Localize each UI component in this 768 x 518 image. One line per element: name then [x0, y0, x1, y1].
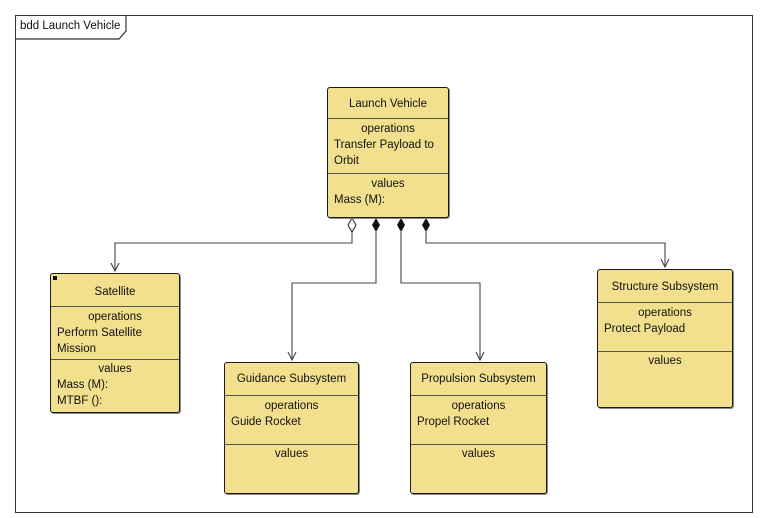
values-header: values	[98, 363, 132, 375]
link-guidance	[292, 232, 377, 360]
operation-item: Guide Rocket	[231, 416, 301, 428]
diagram-frame	[15, 15, 753, 513]
composition-diamond-structure	[422, 218, 430, 232]
link-structure	[425, 232, 665, 267]
block-launch-vehicle[interactable]: Launch Vehicle operations Transfer Paylo…	[327, 87, 449, 218]
block-title: Structure Subsystem	[611, 281, 719, 293]
operations-header: operations	[264, 400, 319, 412]
operations-header: operations	[638, 307, 692, 319]
compartment-divider	[51, 359, 179, 360]
operation-item: Perform Satellite	[57, 327, 143, 339]
link-satellite	[115, 232, 353, 271]
block-title: Guidance Subsystem	[236, 373, 347, 385]
operations-header: operations	[451, 400, 506, 412]
block-title: Satellite	[94, 286, 136, 298]
operation-item: Transfer Payload to	[334, 139, 434, 151]
block-structure-subsystem[interactable]: Structure Subsystem operations Protect P…	[597, 269, 733, 408]
composition-diamond-propulsion	[397, 218, 405, 232]
block-satellite[interactable]: Satellite operations Perform Satellite M…	[50, 273, 180, 413]
block-propulsion-subsystem[interactable]: Propulsion Subsystem operations Propel R…	[410, 362, 547, 494]
operation-item: Propel Rocket	[417, 416, 490, 428]
block-corner-marker	[53, 276, 57, 280]
frame-label: bdd Launch Vehicle	[20, 20, 121, 32]
block-title: Launch Vehicle	[348, 98, 427, 110]
value-item: Mass (M):	[57, 379, 109, 391]
compartment-divider	[411, 395, 546, 396]
composition-diamond-guidance	[372, 218, 380, 232]
compartment-divider	[411, 444, 546, 445]
values-header: values	[461, 448, 496, 460]
operation-item: Orbit	[334, 155, 359, 167]
operations-header: operations	[88, 311, 142, 323]
operation-item: Mission	[57, 343, 96, 355]
value-item: Mass (M):	[334, 194, 386, 206]
operation-item: Protect Payload	[604, 323, 686, 335]
link-propulsion	[400, 232, 480, 360]
frame-tab-outline	[15, 15, 127, 40]
value-item: MTBF ():	[57, 395, 103, 407]
compartment-divider	[225, 444, 358, 445]
block-guidance-subsystem[interactable]: Guidance Subsystem operations Guide Rock…	[224, 362, 359, 494]
operations-header: operations	[361, 123, 415, 135]
compartment-divider	[598, 302, 732, 303]
values-header: values	[274, 448, 309, 460]
compartment-divider	[225, 395, 358, 396]
compartment-divider	[51, 306, 179, 307]
aggregation-diamond	[347, 216, 357, 234]
values-header: values	[648, 355, 682, 367]
compartment-divider	[598, 351, 732, 352]
values-header: values	[371, 178, 405, 190]
block-title: Propulsion Subsystem	[421, 373, 536, 385]
compartment-divider	[328, 173, 448, 174]
compartment-divider	[328, 118, 448, 119]
